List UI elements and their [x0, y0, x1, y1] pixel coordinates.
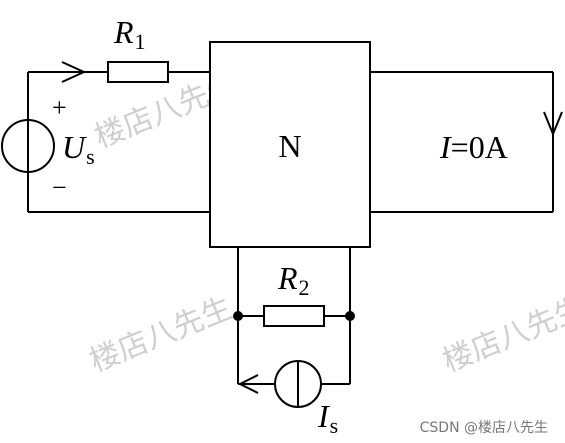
watermark-text-2: 楼店八先生	[85, 291, 237, 380]
network-box	[209, 41, 371, 248]
resistor-r1	[107, 61, 169, 83]
resistor-r2	[263, 305, 325, 327]
junction-left	[233, 311, 243, 321]
r1-label: R1	[113, 14, 146, 54]
junction-right	[345, 311, 355, 321]
current-arrow-bottom-icon	[237, 374, 259, 394]
current-label: I=0A	[439, 129, 508, 165]
minus-sign: −	[52, 173, 67, 202]
plus-sign: +	[52, 93, 67, 122]
current-arrow-left-icon	[61, 61, 87, 83]
is-label: Is	[317, 398, 338, 438]
us-label: Us	[62, 129, 95, 169]
r2-label: R2	[277, 260, 310, 300]
csdn-credit: CSDN @楼店八先生	[420, 420, 548, 436]
network-label: N	[278, 128, 301, 164]
current-arrow-right-icon	[543, 111, 563, 137]
watermark-text-3: 楼店八先生	[438, 291, 565, 380]
